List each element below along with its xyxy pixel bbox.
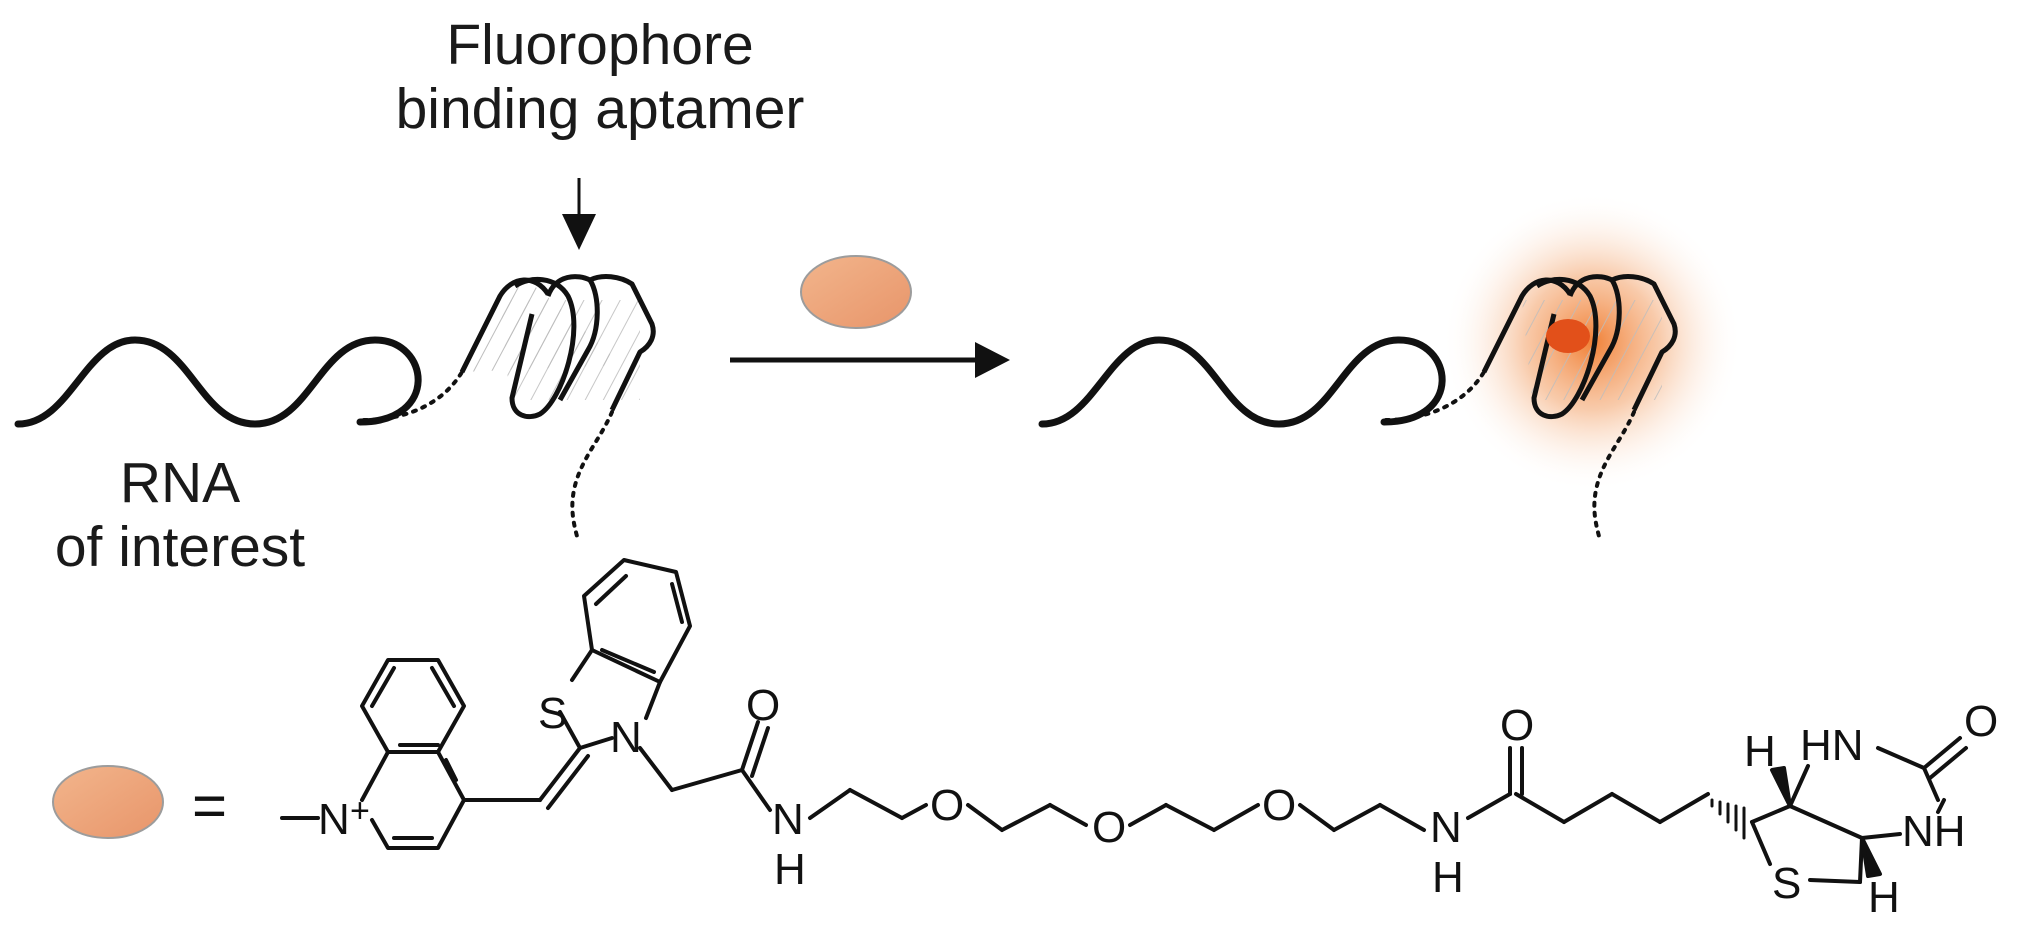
atom-nh2-h: H	[1432, 853, 1464, 902]
atom-n-thiazole: N	[610, 713, 642, 762]
rna-label-line2: of interest	[54, 514, 306, 579]
fluorophore-oval	[800, 255, 912, 329]
aptamer-label: Fluorophore binding aptamer	[300, 13, 900, 142]
atom-o2: O	[1092, 803, 1126, 852]
atom-labels: S N O N + N H O O O N H O H HN O NH S H	[318, 681, 1998, 922]
atom-nh2-n: N	[1430, 803, 1462, 852]
atom-h-bottom: H	[1868, 873, 1900, 922]
rna-strand-bound	[1038, 336, 1446, 428]
rna-strand	[14, 336, 422, 428]
fluorophore-structure	[280, 558, 1968, 884]
aptamer-hairpin	[459, 274, 656, 420]
atom-plus: +	[350, 792, 370, 830]
bound-fluorophore	[1546, 319, 1590, 353]
atom-o3: O	[1262, 781, 1296, 830]
tail-dotted-bound	[1592, 410, 1636, 542]
atom-nh1-n: N	[772, 795, 804, 844]
atom-s1: S	[538, 689, 567, 738]
atom-h-top: H	[1744, 727, 1776, 776]
atom-s2: S	[1772, 859, 1801, 908]
atom-nh-right: NH	[1902, 807, 1966, 856]
atom-o1: O	[930, 781, 964, 830]
linker-dotted-bound	[1384, 370, 1486, 422]
legend-fluorophore-oval	[52, 765, 164, 839]
linker-dotted	[362, 370, 464, 422]
aptamer-label-line1: Fluorophore	[446, 13, 754, 77]
rna-label-line1: RNA	[119, 451, 241, 515]
atom-o-amide2: O	[1500, 701, 1534, 750]
atom-hn-top: HN	[1800, 721, 1864, 770]
atom-o-amide1: O	[746, 681, 780, 730]
rna-construct-bound	[1038, 192, 1742, 542]
equals-sign: =	[192, 772, 227, 839]
atom-nh1-h: H	[774, 845, 806, 894]
rna-label: RNA of interest	[0, 451, 360, 580]
atom-o-urea: O	[1964, 697, 1998, 746]
aptamer-pointer-arrowhead	[562, 214, 596, 250]
aptamer-label-line2: binding aptamer	[395, 76, 805, 141]
tail-dotted	[570, 410, 614, 542]
atom-n-quinolinium: N	[318, 795, 350, 844]
rna-construct-unbound	[14, 274, 656, 542]
reaction-arrowhead	[975, 342, 1010, 378]
